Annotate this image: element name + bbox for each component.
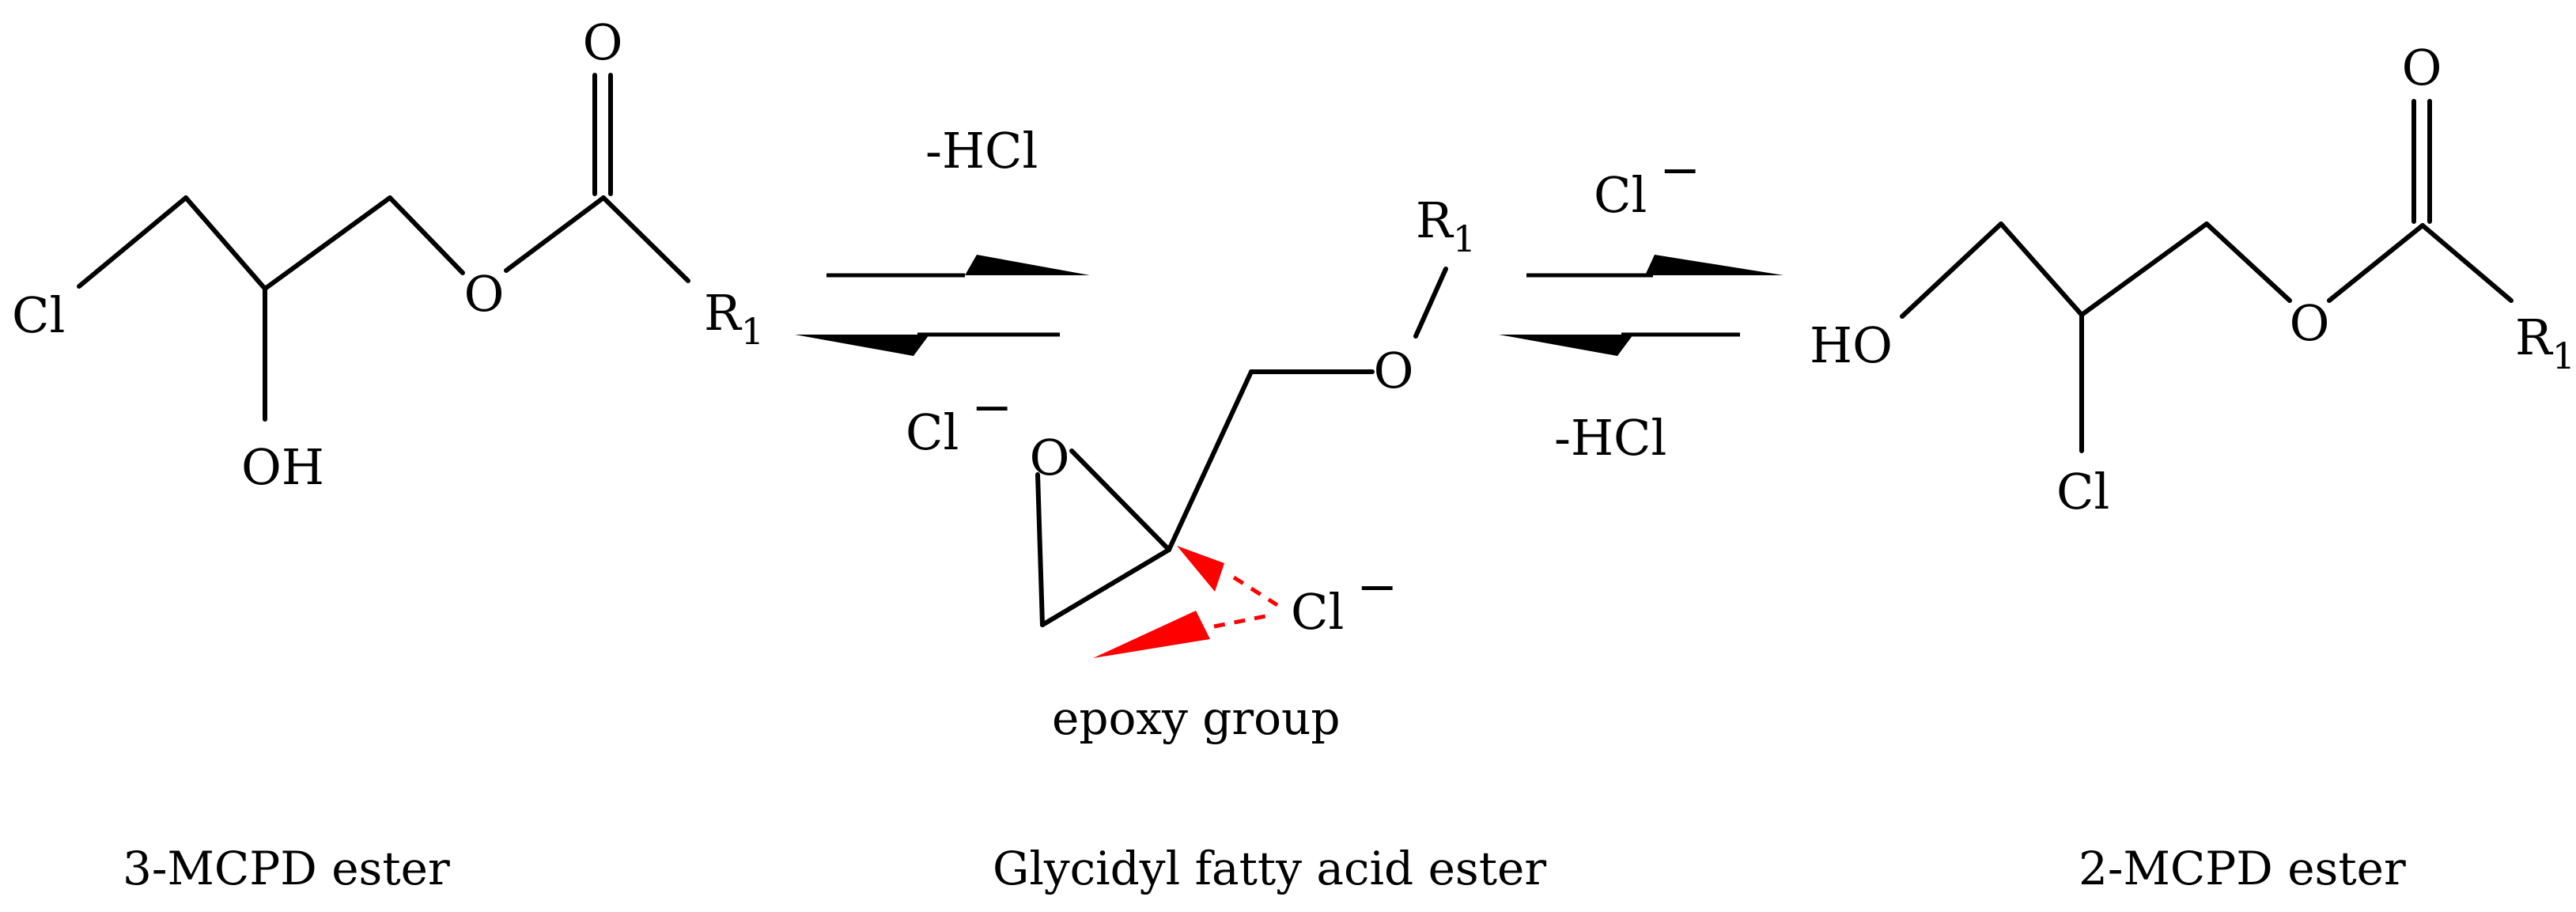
mcpd3-structure: O Cl OH O R1 xyxy=(12,13,764,496)
left-equilibrium-arrows: -HCl Cl− xyxy=(795,122,1090,461)
attack-dashed-line-lower xyxy=(1213,613,1270,629)
epoxy-group-label: epoxy group xyxy=(1052,691,1341,745)
bond xyxy=(388,195,465,275)
oxo-oxygen: O xyxy=(583,13,623,71)
ester-oxygen: O xyxy=(464,265,505,323)
bond xyxy=(2420,223,2514,303)
bond xyxy=(1900,221,2003,319)
bond xyxy=(77,195,188,289)
bond xyxy=(1999,221,2084,317)
oxo-oxygen: O xyxy=(2402,39,2442,96)
chlorine-label: Cl xyxy=(12,286,65,344)
right-equilibrium-arrows: Cl− -HCl xyxy=(1499,141,1784,467)
bond xyxy=(1035,472,1045,627)
r1-group: R1 xyxy=(704,284,764,353)
attack-arrowhead-upper xyxy=(1177,546,1224,592)
chloride-symbol: Cl xyxy=(1291,583,1344,641)
bond xyxy=(1413,267,1448,339)
chloride-charge: − xyxy=(971,378,1012,436)
mcpd3-caption: 3-MCPD ester xyxy=(123,842,450,895)
bond xyxy=(2204,221,2292,303)
bond xyxy=(183,195,267,291)
ester-oxygen: O xyxy=(2290,294,2330,352)
hydroxyl-label: OH xyxy=(241,438,324,496)
chlorine-label: Cl xyxy=(2056,463,2109,520)
glycidyl-structure: R1 O O Cl− epoxy group xyxy=(1030,191,1476,745)
right-reverse-label: -HCl xyxy=(1554,409,1666,467)
chloride-symbol: Cl xyxy=(1594,166,1647,224)
r-subscript: 1 xyxy=(2552,335,2575,377)
r-subscript: 1 xyxy=(1453,218,1476,260)
mcpd2-caption: 2-MCPD ester xyxy=(2079,842,2406,895)
attack-arrowhead-lower xyxy=(1093,611,1210,658)
left-forward-label: -HCl xyxy=(925,122,1038,180)
bond xyxy=(1167,369,1254,552)
epoxide-oxygen: O xyxy=(1030,429,1070,486)
r-label: R xyxy=(2515,308,2554,366)
bond xyxy=(504,195,606,273)
forward-half-arrowhead xyxy=(1645,255,1784,275)
glycidyl-caption: Glycidyl fatty acid ester xyxy=(993,842,1546,895)
left-reverse-label: Cl− xyxy=(906,378,1012,461)
right-forward-label: Cl− xyxy=(1594,141,1700,224)
mcpd2-structure: O HO Cl O R1 xyxy=(1810,39,2575,520)
bond xyxy=(2079,221,2209,317)
r-label: R xyxy=(1416,191,1454,249)
chloride-charge: − xyxy=(1356,558,1398,615)
reverse-half-arrowhead xyxy=(795,335,929,356)
chloride-charge: − xyxy=(1659,141,1700,199)
bond xyxy=(1040,547,1171,627)
bond xyxy=(1069,448,1171,552)
r1-group: R1 xyxy=(2515,308,2575,377)
ether-oxygen: O xyxy=(1374,342,1414,399)
hydroxyl-label: HO xyxy=(1810,316,1893,374)
attack-dashed-line-upper xyxy=(1232,575,1279,607)
bond xyxy=(2327,223,2425,303)
r-subscript: 1 xyxy=(741,310,764,353)
bond xyxy=(601,195,690,283)
bond xyxy=(263,195,392,291)
reverse-half-arrowhead xyxy=(1499,335,1633,356)
r-label: R xyxy=(704,284,743,342)
chloride-symbol: Cl xyxy=(906,403,959,461)
attacking-chloride: Cl− xyxy=(1291,558,1398,641)
forward-half-arrowhead xyxy=(965,255,1090,275)
r1-group: R1 xyxy=(1416,191,1476,260)
